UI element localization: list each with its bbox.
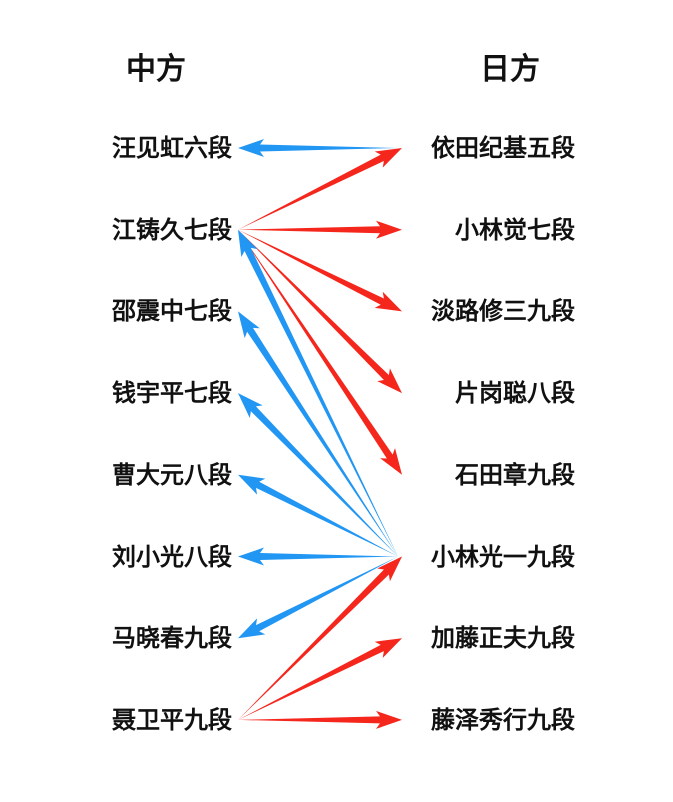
china-win-arrow: [238, 229, 402, 475]
china-player: 汪见虹六段: [112, 134, 232, 162]
china-win-arrow: [238, 638, 402, 720]
japan-player: 片岗聪八段: [455, 379, 575, 408]
china-player: 曹大元八段: [112, 460, 232, 489]
japan-player: 依田纪基五段: [431, 134, 575, 162]
japan-player: 小林光一九段: [431, 542, 575, 571]
japan-win-arrow: [238, 547, 398, 566]
japan-win-arrow: [238, 393, 398, 557]
china-player: 邵震中七段: [112, 297, 232, 326]
japan-win-arrow: [238, 556, 398, 639]
china-win-arrow: [238, 710, 402, 729]
header-china: 中方: [126, 52, 186, 87]
china-player: 刘小光八段: [112, 542, 232, 571]
china-player: 聂卫平九段: [112, 705, 232, 734]
japan-player: 藤泽秀行九段: [431, 705, 575, 734]
china-player: 江铸久七段: [112, 215, 232, 244]
china-player: 钱宇平七段: [112, 379, 232, 408]
china-win-arrow: [238, 148, 402, 230]
china-win-arrow: [238, 229, 402, 394]
header-japan: 日方: [480, 52, 540, 87]
china-win-arrow: [238, 220, 402, 239]
japan-win-arrow: [238, 311, 398, 557]
china-win-arrow: [238, 229, 402, 312]
china-player: 马晓春九段: [112, 624, 232, 653]
japan-player: 淡路修三九段: [431, 297, 575, 326]
japan-win-arrow: [238, 474, 398, 557]
china-win-arrow: [238, 556, 402, 720]
japan-player: 加藤正夫九段: [431, 624, 575, 653]
japan-player: 小林觉七段: [455, 215, 575, 244]
japan-win-arrow: [238, 139, 398, 157]
japan-player: 石田章九段: [455, 460, 575, 489]
japan-win-arrow: [238, 229, 398, 557]
